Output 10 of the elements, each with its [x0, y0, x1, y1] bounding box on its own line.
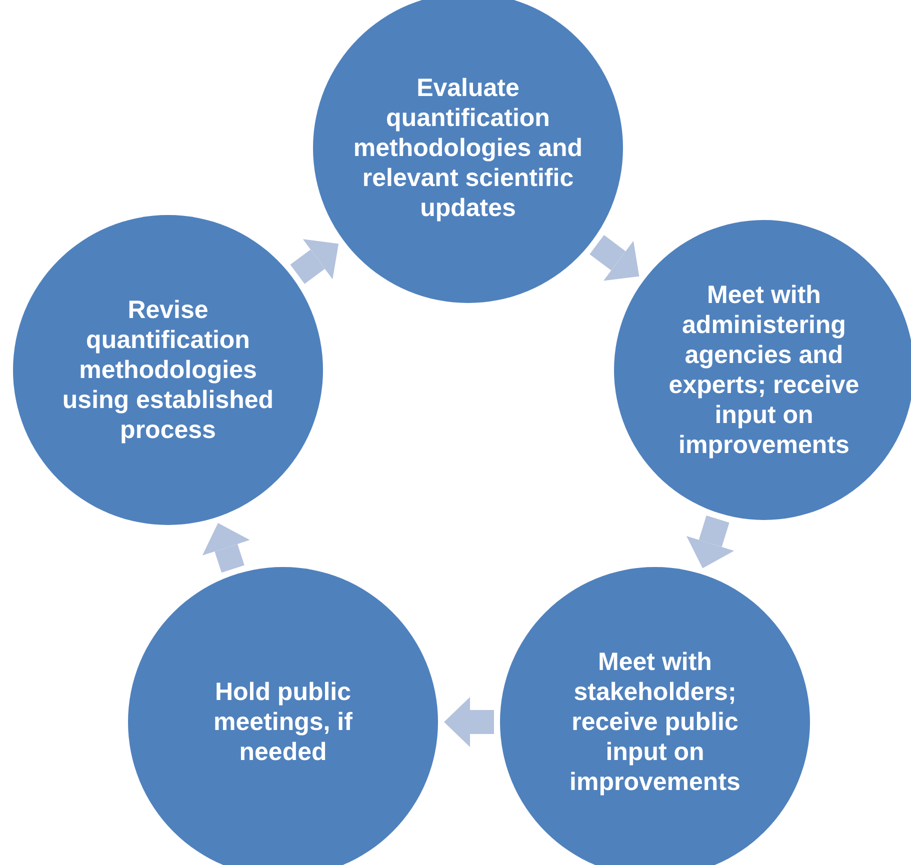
- arrow: [686, 515, 734, 568]
- step-text: Meet with stakeholders; receive public input on improvements: [568, 647, 742, 797]
- step-text: Meet with administering agencies and experts; receive input on improvements: [668, 280, 860, 460]
- step-text: Evaluate quantification methodologies and relevant scientific updates: [352, 73, 584, 223]
- arrow: [444, 697, 494, 747]
- arrow: [290, 239, 339, 284]
- arrow: [590, 235, 640, 281]
- arrow: [202, 523, 250, 573]
- step-text: Revise quantification methodologies using established process: [61, 295, 275, 445]
- step-text: Hold public meetings, if needed: [212, 677, 354, 767]
